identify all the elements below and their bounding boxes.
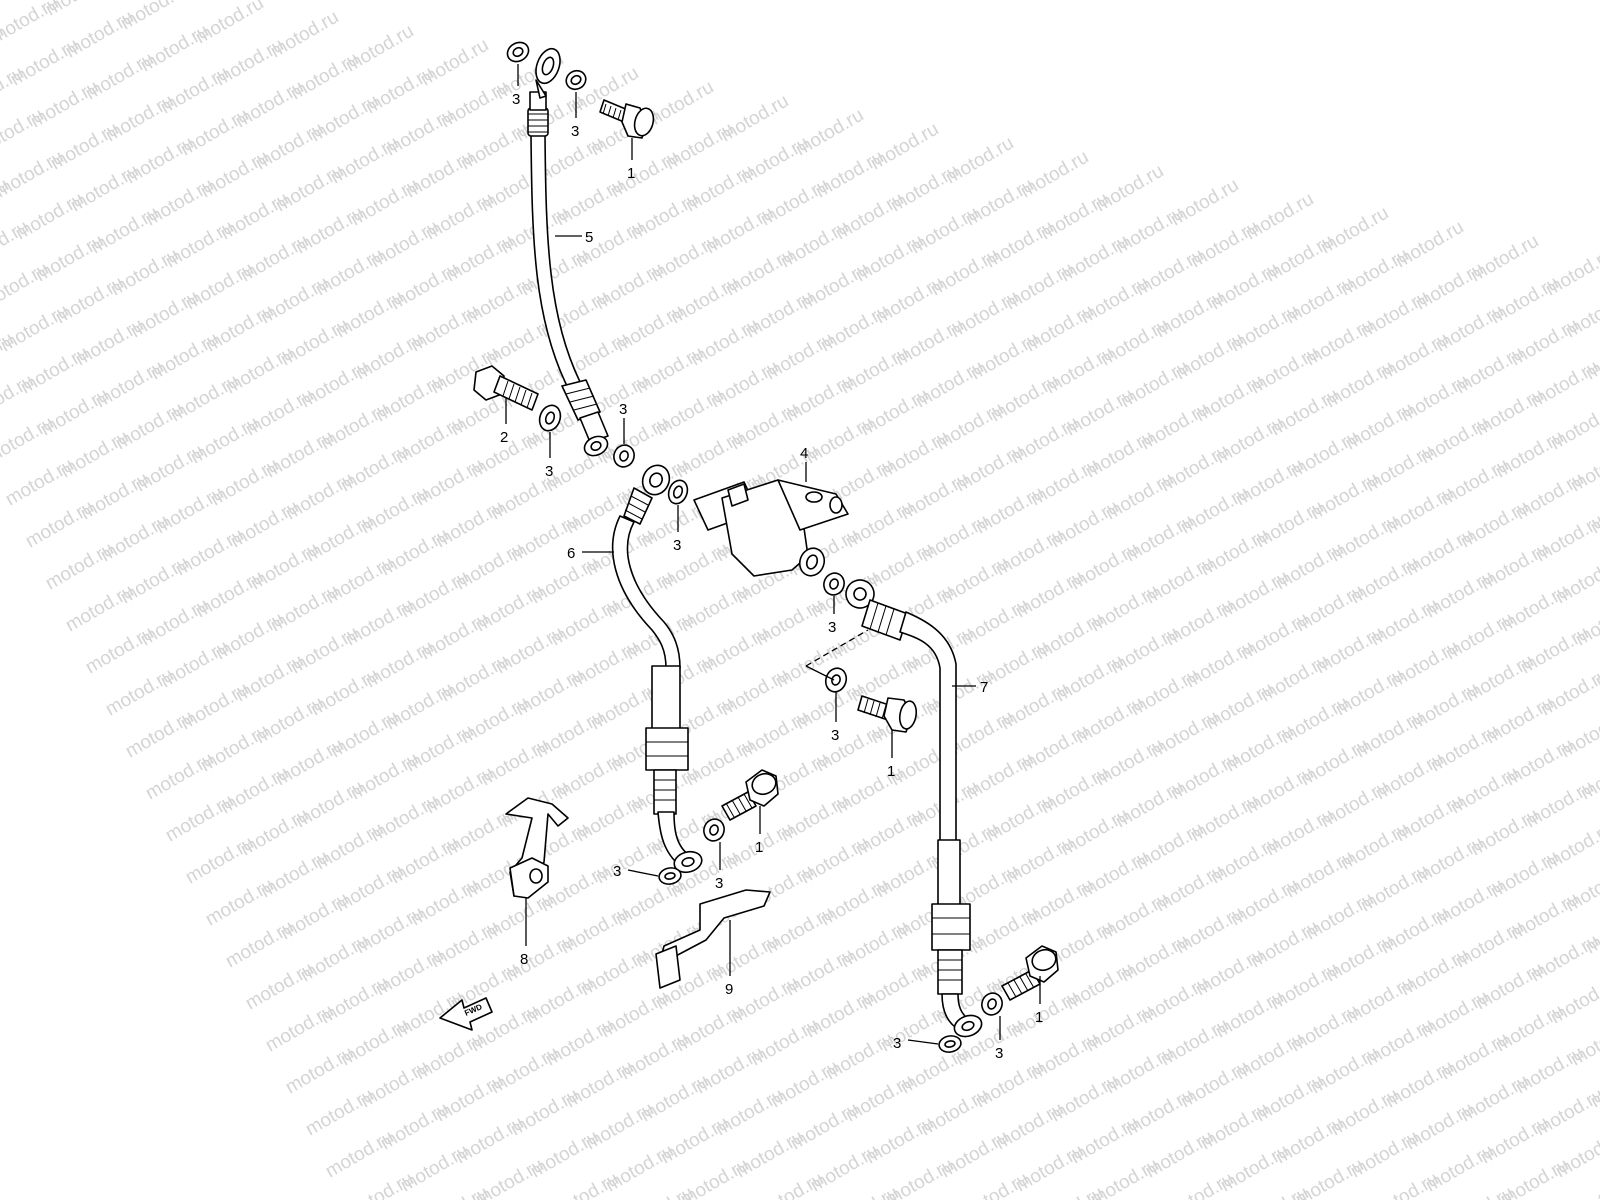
union-bolt-hose6 <box>721 769 779 821</box>
union-bolt-top <box>599 99 655 139</box>
callout-label: 3 <box>831 727 839 744</box>
callout-label: 7 <box>980 679 988 696</box>
watermark-text: motod.ru <box>222 917 297 973</box>
callout-label: 1 <box>627 165 635 182</box>
watermark-text: motod.ru <box>302 1085 377 1141</box>
watermark-text: motod.ru <box>242 959 317 1015</box>
callout-labels: 3 3 1 5 2 3 3 4 3 6 3 7 3 1 1 3 3 8 9 1 … <box>500 91 1043 1062</box>
watermark-text: motod.ru <box>827 1183 902 1200</box>
callout-label: 4 <box>800 445 808 462</box>
watermark-text: motod.ru <box>122 707 197 763</box>
watermark-text: motod.ru <box>622 1183 697 1200</box>
watermark-text: motod.ru <box>1032 1183 1107 1200</box>
watermark-text: motod.ru <box>42 539 117 595</box>
leader-lines <box>505 64 1041 1045</box>
washer-mid-left <box>538 404 562 432</box>
callout-label: 5 <box>585 229 593 246</box>
watermark-text: motod.ru <box>322 1127 397 1183</box>
watermark-text: motod.ru <box>0 105 47 161</box>
watermark-text: motod.ru <box>62 581 137 637</box>
washer-bottom-left <box>938 1035 962 1053</box>
clamp-9 <box>655 889 771 989</box>
watermark-text: motod.ru <box>2 455 77 511</box>
washer-hose6-bolt <box>703 818 725 842</box>
callout-label: 3 <box>571 123 579 140</box>
washer-top-left <box>506 41 530 63</box>
watermark-text: motod.ru <box>162 791 237 847</box>
callout-label: 3 <box>995 1045 1003 1062</box>
washer-top-right <box>565 69 587 91</box>
watermark-text: motod.ru <box>202 875 277 931</box>
callout-label: 1 <box>887 763 895 780</box>
washer-mid-right <box>613 444 635 468</box>
watermark-text: motod.ru <box>142 749 217 805</box>
washer-joint-right <box>823 572 845 596</box>
callout-label: 1 <box>755 839 763 856</box>
brake-hose-7 <box>845 579 983 1038</box>
callout-label: 3 <box>619 401 627 418</box>
watermark-text: motod.ru <box>0 413 57 469</box>
watermark-text: motod.ru <box>102 665 177 721</box>
watermark-text: motod.ru <box>282 1043 357 1099</box>
watermark-text: motod.ru <box>82 623 157 679</box>
clamp-8 <box>505 797 569 899</box>
callout-label: 3 <box>673 537 681 554</box>
watermark-text: motod.ru <box>0 259 52 315</box>
callout-label: 3 <box>512 91 520 108</box>
watermark-text: motod.ru <box>22 497 97 553</box>
callout-label: 9 <box>725 981 733 998</box>
callout-label: 3 <box>613 863 621 880</box>
callout-label: 3 <box>715 875 723 892</box>
callout-label: 6 <box>567 545 575 562</box>
callout-label: 8 <box>520 951 528 968</box>
callout-label: 3 <box>828 619 836 636</box>
union-bolt-bottom <box>1001 945 1059 1001</box>
callout-label: 1 <box>1035 1009 1043 1026</box>
washer-hose6-top <box>667 479 689 505</box>
callout-label: 3 <box>545 463 553 480</box>
watermark-text: motod.ru <box>182 833 257 889</box>
brake-hose-5 <box>527 47 609 457</box>
fwd-arrow: FWD <box>439 997 493 1031</box>
watermark-text: motod.ru <box>1237 1183 1312 1200</box>
watermark-text: motod.ru <box>1442 1183 1517 1200</box>
brake-hose-joint-4 <box>693 479 849 577</box>
callout-label: 2 <box>500 429 508 446</box>
callout-label: 3 <box>893 1035 901 1052</box>
watermark-text: motod.ru <box>262 1001 337 1057</box>
washer-bottom-right <box>981 992 1003 1016</box>
union-bolt-hose7 <box>857 695 918 733</box>
washer-hose6-bottom <box>658 867 682 885</box>
watermark-text: motod.ru <box>0 0 62 48</box>
watermark-text: motod.ru <box>417 1183 492 1200</box>
union-bolt-2 <box>473 365 539 411</box>
brake-hose-6 <box>611 464 703 874</box>
